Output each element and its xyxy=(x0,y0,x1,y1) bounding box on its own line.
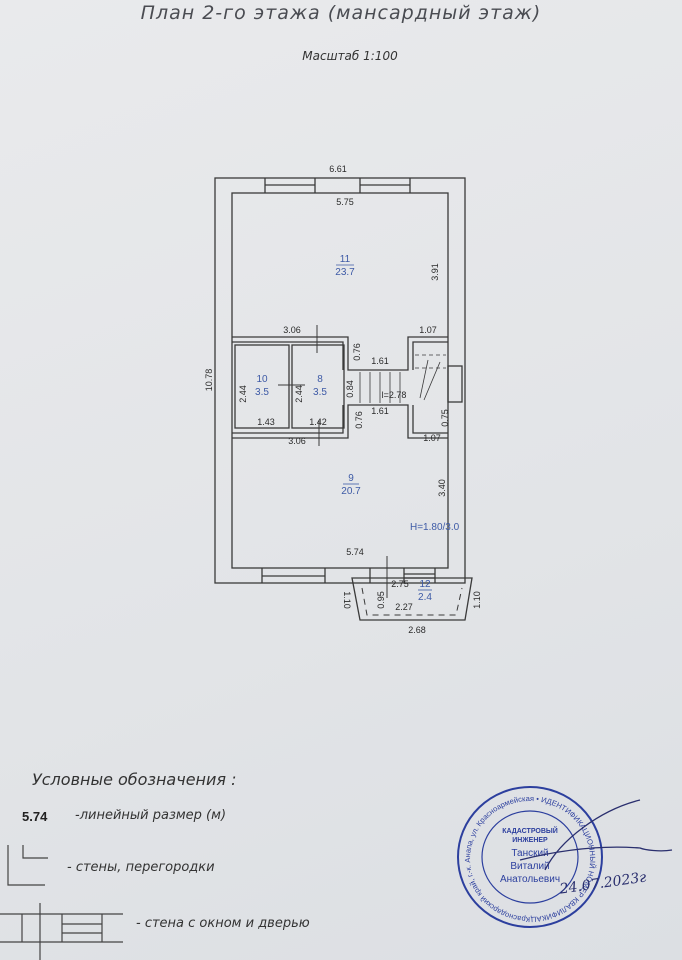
svg-text:3.5: 3.5 xyxy=(313,387,327,398)
dim-gap-top: 0.76 xyxy=(352,343,362,361)
dim-balcony-top: 2.75 xyxy=(391,579,409,589)
dim-outer-length: 10.78 xyxy=(204,369,214,392)
legend-title: Условные обозначения : xyxy=(32,770,237,789)
staircase xyxy=(359,354,446,403)
legend-walls-text: - стены, перегородки xyxy=(67,860,215,875)
room-11: 11 23.7 xyxy=(335,254,355,278)
svg-text:Виталий: Виталий xyxy=(510,861,549,872)
svg-text:10: 10 xyxy=(256,374,268,385)
dim-partition-top: 3.06 xyxy=(283,325,301,335)
balcony xyxy=(351,577,473,621)
dim-partition-bottom: 3.06 xyxy=(288,436,306,446)
room-10: 10 3.5 xyxy=(255,374,269,398)
dim-room10-width: 1.43 xyxy=(257,417,275,427)
dim-stair-bottom: 1.61 xyxy=(371,406,389,416)
window-top-right xyxy=(359,178,411,193)
legend-sample-dimension: 5.74 xyxy=(22,809,48,824)
partitions xyxy=(232,336,463,439)
svg-text:20.7: 20.7 xyxy=(341,486,361,497)
legend-dimension-text: -линейный размер (м) xyxy=(75,808,227,823)
window-top-left xyxy=(264,178,316,193)
legend-window-door-text: - стена с окном и дверью xyxy=(136,916,310,931)
dim-balcony-right: 1.10 xyxy=(472,591,482,609)
room-12: 12 2.4 xyxy=(418,579,432,603)
svg-text:КАДАСТРОВЫЙ: КАДАСТРОВЫЙ xyxy=(502,826,558,835)
room-8: 8 3.5 xyxy=(313,374,327,398)
dim-room8-height: 2.44 xyxy=(294,385,304,403)
dim-closet-bottom: 0.75 xyxy=(440,409,450,427)
dim-closet-top: 1.07 xyxy=(419,325,437,335)
dim-balcony-inner: 2.27 xyxy=(395,602,413,612)
dim-stair-length: l=2.78 xyxy=(382,390,407,400)
svg-text:12: 12 xyxy=(419,579,431,590)
ceiling-height-note: H=1.80/3.0 xyxy=(410,522,460,533)
dim-stair-top: 1.61 xyxy=(371,356,389,366)
dim-room9-depth: 3.40 xyxy=(437,479,447,497)
svg-text:Анатольевич: Анатольевич xyxy=(500,874,560,885)
dim-balcony-depth: 0.95 xyxy=(376,591,386,609)
svg-text:2.4: 2.4 xyxy=(418,592,432,603)
legend-wall-symbol xyxy=(7,845,48,886)
outer-wall xyxy=(214,177,466,584)
signature-date: 24.07.2023г xyxy=(558,870,648,898)
dim-room11-depth: 3.91 xyxy=(430,263,440,281)
svg-text:23.7: 23.7 xyxy=(335,267,355,278)
window-bottom-left xyxy=(261,568,326,583)
svg-text:8: 8 xyxy=(317,374,323,385)
dim-gap-bottom: 0.76 xyxy=(354,411,364,429)
dim-stair-gap: 0.84 xyxy=(345,380,355,398)
svg-text:9: 9 xyxy=(348,473,354,484)
svg-text:Танский: Танский xyxy=(511,848,548,859)
legend-window-door-symbol xyxy=(0,903,123,960)
room-9: 9 20.7 xyxy=(341,473,361,497)
dim-closet-bottom-width: 1.07 xyxy=(423,433,441,443)
svg-text:11: 11 xyxy=(340,254,351,265)
dim-room8-width: 1.42 xyxy=(309,417,327,427)
dim-room10-height: 2.44 xyxy=(238,385,248,403)
scale-label: Масштаб 1:100 xyxy=(302,49,398,63)
dim-inner-width-top: 5.75 xyxy=(336,197,354,207)
page-title: План 2-го этажа (мансардный этаж) xyxy=(140,2,542,24)
dim-outer-width-top: 6.61 xyxy=(329,164,347,174)
svg-text:3.5: 3.5 xyxy=(255,387,269,398)
dim-inner-width-bottom: 5.74 xyxy=(346,547,364,557)
dim-balcony-outer: 2.68 xyxy=(408,625,426,635)
svg-text:ИНЖЕНЕР: ИНЖЕНЕР xyxy=(512,837,548,844)
signature xyxy=(519,799,673,871)
dim-balcony-left: 1.10 xyxy=(342,591,352,609)
